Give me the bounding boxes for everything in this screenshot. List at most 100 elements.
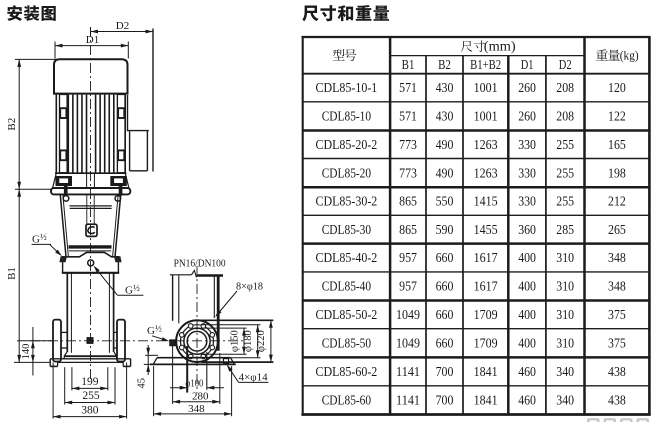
svg-text:208: 208 — [556, 80, 574, 95]
svg-text:1617: 1617 — [474, 250, 498, 265]
svg-text:208: 208 — [556, 109, 574, 124]
svg-text:(kg): (kg) — [620, 48, 639, 63]
svg-text:CDL85-40: CDL85-40 — [322, 279, 372, 294]
svg-text:D2: D2 — [116, 20, 129, 32]
svg-text:199: 199 — [81, 376, 99, 388]
svg-text:1415: 1415 — [474, 194, 498, 209]
svg-text:1455: 1455 — [474, 222, 498, 237]
svg-text:φ100: φ100 — [185, 378, 203, 389]
svg-text:571: 571 — [399, 80, 417, 95]
svg-text:260: 260 — [518, 80, 536, 95]
svg-text:571: 571 — [399, 109, 417, 124]
svg-text:CDL85-30: CDL85-30 — [322, 222, 372, 237]
svg-text:CDL85-60-2: CDL85-60-2 — [316, 364, 378, 379]
svg-text:348: 348 — [608, 250, 626, 265]
svg-text:773: 773 — [399, 165, 417, 180]
svg-text:957: 957 — [399, 279, 417, 294]
svg-text:340: 340 — [556, 393, 574, 408]
svg-text:B2: B2 — [438, 57, 451, 72]
svg-text:CDL85-30-2: CDL85-30-2 — [316, 194, 378, 209]
svg-text:438: 438 — [608, 393, 626, 408]
svg-text:1263: 1263 — [474, 137, 498, 152]
svg-text:CDL85-20-2: CDL85-20-2 — [316, 137, 378, 152]
svg-text:865: 865 — [399, 194, 417, 209]
svg-text:400: 400 — [518, 336, 536, 351]
svg-text:310: 310 — [556, 336, 574, 351]
svg-text:CDL85-20: CDL85-20 — [322, 165, 372, 180]
svg-text:700: 700 — [436, 364, 454, 379]
svg-text:1049: 1049 — [396, 336, 420, 351]
svg-text:330: 330 — [518, 194, 536, 209]
svg-text:1141: 1141 — [396, 393, 420, 408]
svg-text:1001: 1001 — [474, 109, 498, 124]
svg-text:255: 255 — [556, 137, 574, 152]
svg-text:4×φ14: 4×φ14 — [239, 372, 269, 383]
svg-text:310: 310 — [556, 307, 574, 322]
svg-text:B1: B1 — [402, 57, 415, 72]
svg-text:CDL85-50-2: CDL85-50-2 — [316, 307, 378, 322]
svg-text:700: 700 — [436, 393, 454, 408]
svg-text:φ150: φ150 — [229, 330, 240, 352]
svg-text:122: 122 — [608, 109, 626, 124]
svg-text:CDL85-50: CDL85-50 — [322, 336, 372, 351]
svg-text:400: 400 — [518, 279, 536, 294]
svg-text:B1: B1 — [6, 267, 18, 280]
svg-text:660: 660 — [436, 336, 454, 351]
svg-text:120: 120 — [608, 80, 626, 95]
svg-text:310: 310 — [556, 250, 574, 265]
svg-text:(mm): (mm) — [484, 38, 516, 53]
svg-text:400: 400 — [518, 307, 536, 322]
svg-text:½: ½ — [133, 283, 140, 293]
svg-text:375: 375 — [608, 336, 626, 351]
svg-text:212: 212 — [608, 194, 626, 209]
svg-text:φ180: φ180 — [243, 330, 254, 352]
svg-text:φ220: φ220 — [256, 330, 267, 352]
svg-text:D1: D1 — [521, 57, 534, 72]
svg-text:45: 45 — [137, 378, 148, 389]
svg-text:310: 310 — [556, 279, 574, 294]
svg-text:430: 430 — [436, 109, 454, 124]
svg-text:590: 590 — [436, 222, 454, 237]
svg-text:198: 198 — [608, 165, 626, 180]
svg-text:CDL85-10: CDL85-10 — [322, 109, 372, 124]
svg-text:PN16/DN100: PN16/DN100 — [174, 258, 226, 269]
svg-text:340: 340 — [556, 364, 574, 379]
svg-text:1263: 1263 — [474, 165, 498, 180]
svg-text:D2: D2 — [559, 57, 572, 72]
svg-text:460: 460 — [518, 364, 536, 379]
svg-text:348: 348 — [188, 403, 205, 415]
svg-text:348: 348 — [608, 279, 626, 294]
svg-text:CDL85-10-1: CDL85-10-1 — [316, 80, 378, 95]
svg-text:660: 660 — [436, 250, 454, 265]
svg-text:1841: 1841 — [474, 393, 498, 408]
svg-text:1709: 1709 — [474, 336, 498, 351]
svg-text:1049: 1049 — [396, 307, 420, 322]
svg-text:G: G — [125, 284, 133, 296]
svg-text:CDL85-60: CDL85-60 — [322, 393, 372, 408]
svg-text:330: 330 — [518, 165, 536, 180]
svg-text:D1: D1 — [86, 34, 99, 46]
svg-text:G: G — [32, 234, 40, 246]
svg-text:430: 430 — [436, 80, 454, 95]
svg-text:B2: B2 — [6, 118, 18, 131]
svg-text:140: 140 — [21, 344, 32, 360]
svg-text:255: 255 — [556, 194, 574, 209]
svg-text:660: 660 — [436, 307, 454, 322]
svg-text:375: 375 — [608, 307, 626, 322]
svg-text:255: 255 — [82, 390, 100, 402]
svg-text:B1+B2: B1+B2 — [470, 57, 501, 72]
svg-text:490: 490 — [436, 165, 454, 180]
svg-text:8×φ18: 8×φ18 — [236, 281, 263, 292]
svg-text:½: ½ — [40, 232, 47, 242]
svg-text:280: 280 — [192, 391, 209, 403]
svg-text:360: 360 — [518, 222, 536, 237]
svg-text:773: 773 — [399, 137, 417, 152]
svg-text:400: 400 — [518, 250, 536, 265]
svg-text:660: 660 — [436, 279, 454, 294]
svg-text:G: G — [147, 325, 155, 337]
svg-text:330: 330 — [518, 137, 536, 152]
svg-text:1709: 1709 — [474, 307, 498, 322]
svg-text:1617: 1617 — [474, 279, 498, 294]
svg-text:260: 260 — [518, 109, 536, 124]
svg-text:1141: 1141 — [396, 364, 420, 379]
